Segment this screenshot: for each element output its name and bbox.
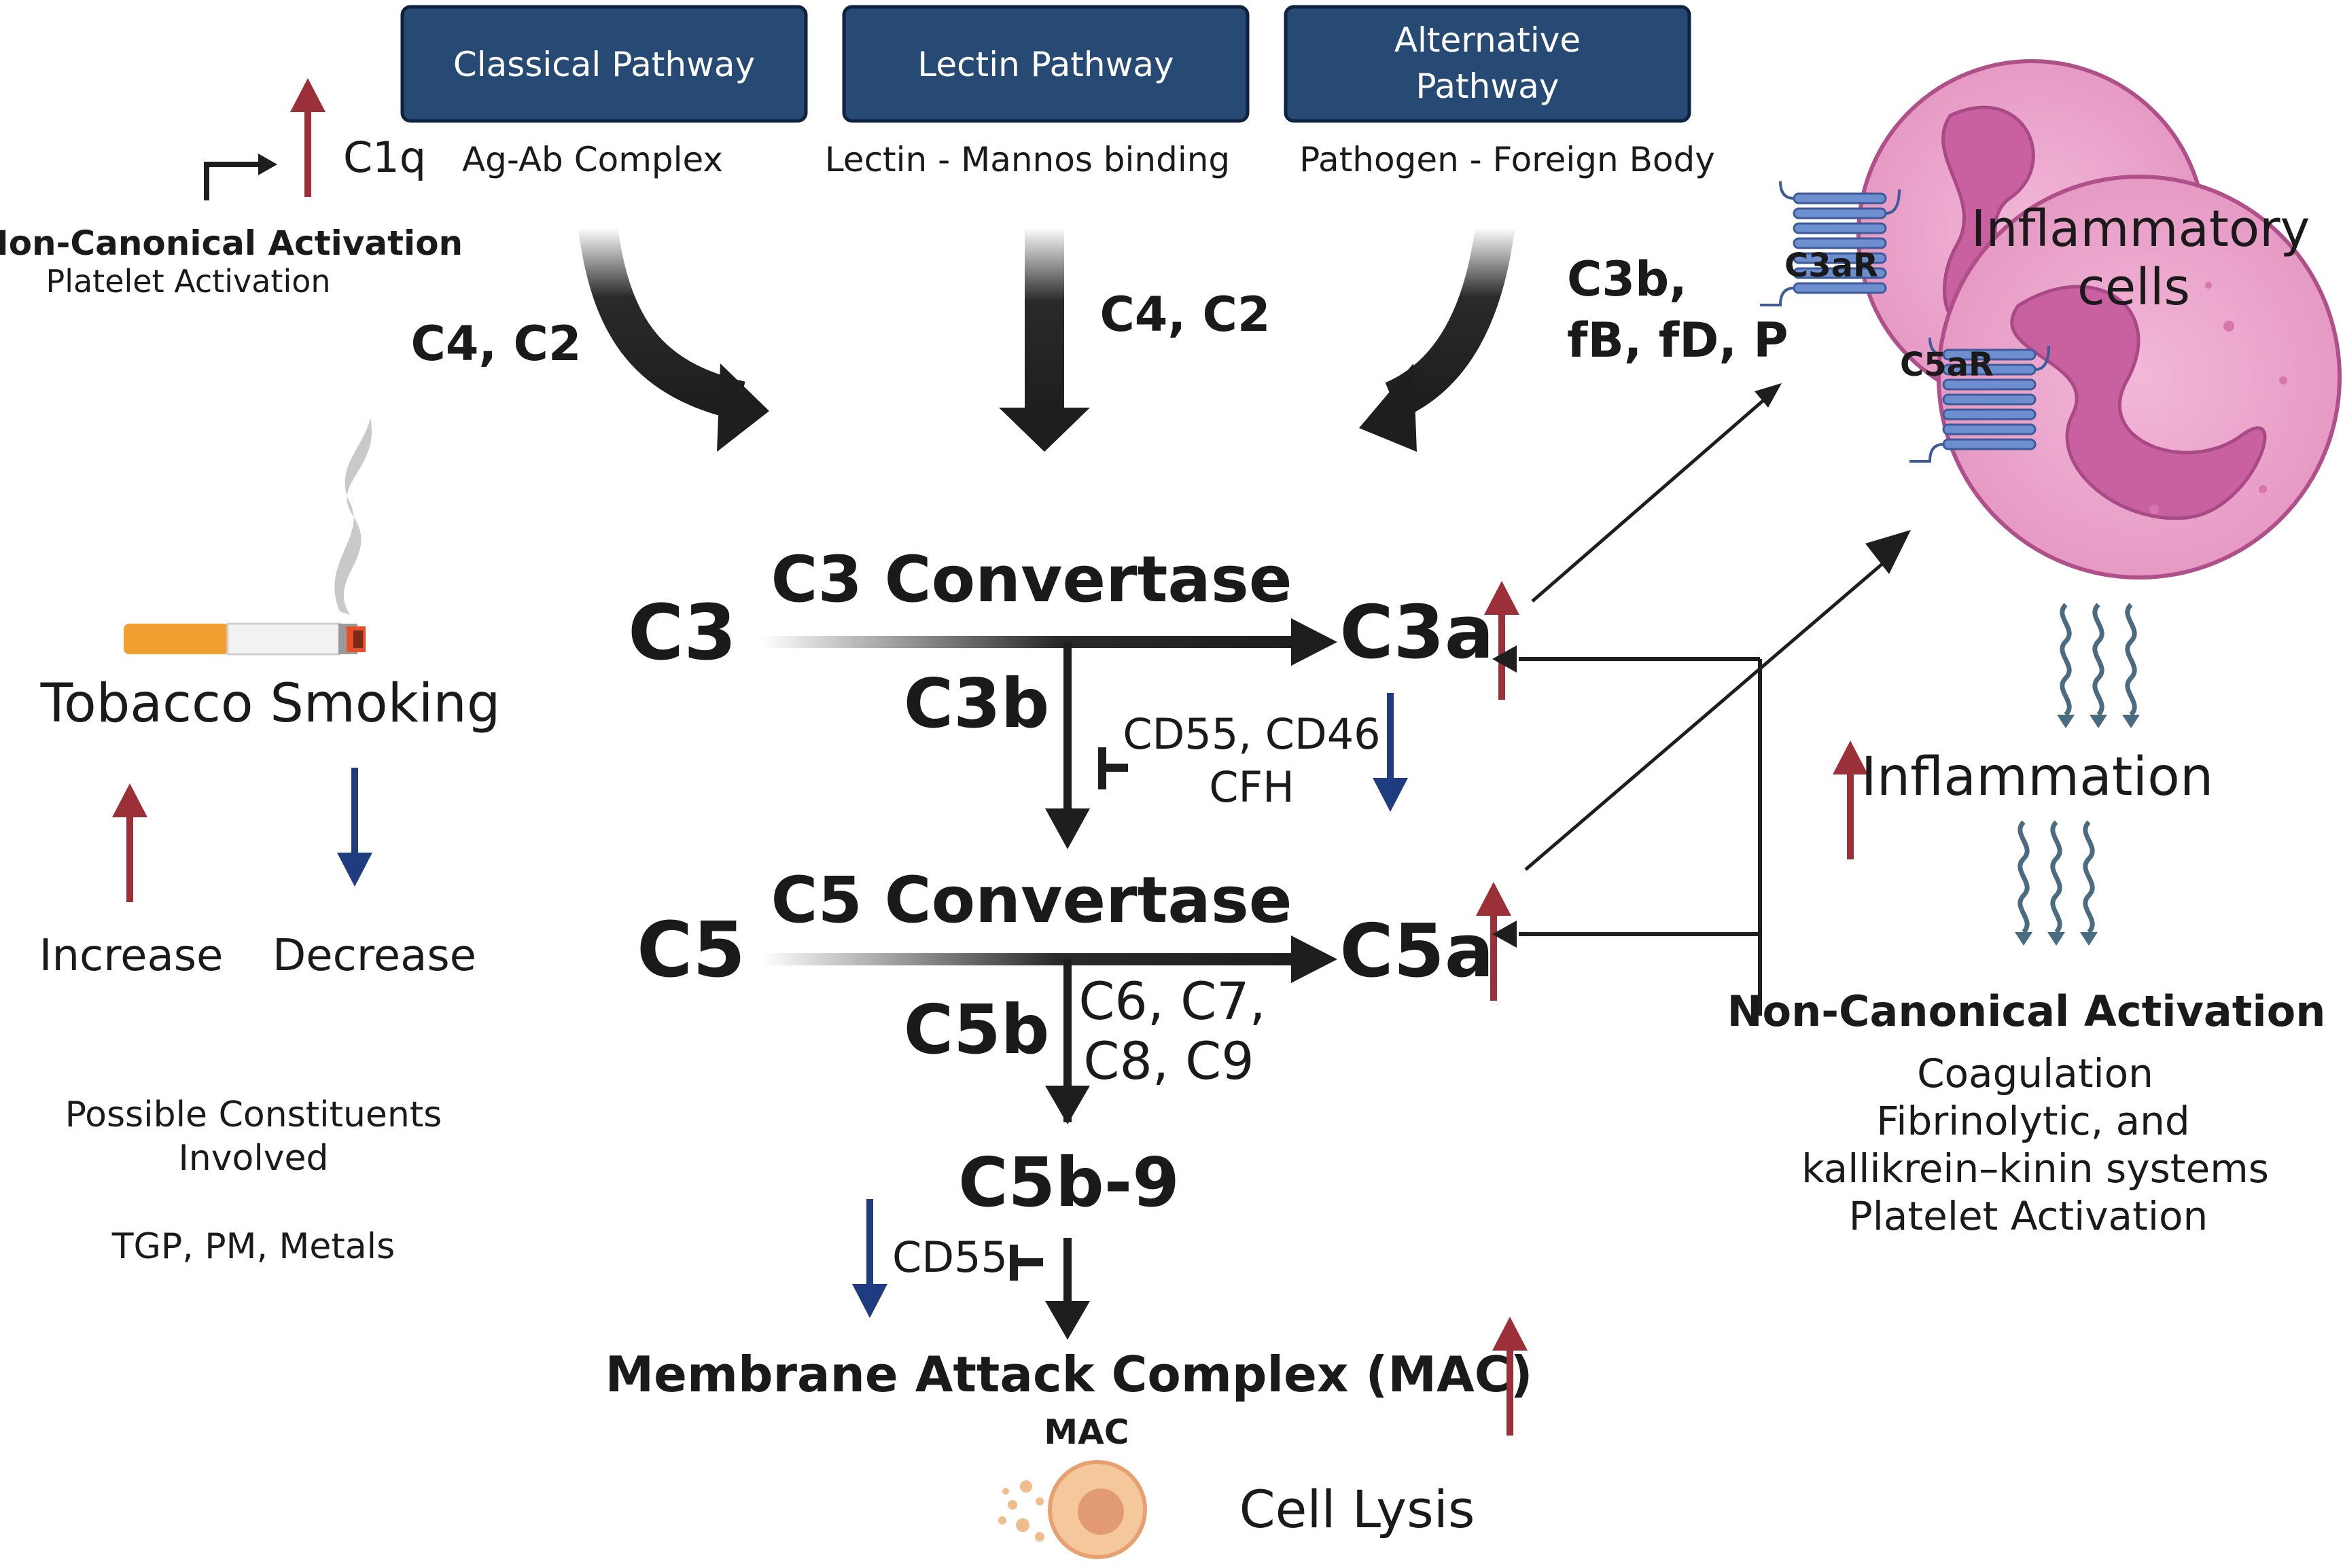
cd55-inhibit-icon	[1010, 1245, 1043, 1281]
alternative-factors-line2: fB, fD, P	[1567, 313, 1789, 368]
c1q-label: C1q	[343, 132, 426, 182]
mac-down-arrow-icon	[1063, 1238, 1072, 1318]
alternative-factors-line1: C3b,	[1567, 251, 1687, 307]
classical-pathway-box: Classical Pathway	[400, 5, 808, 123]
legend-increase-label: Increase	[39, 931, 224, 981]
c5a-to-cells-arrow-icon	[1524, 563, 1884, 871]
classical-trigger: Ag-Ab Complex	[462, 140, 723, 179]
c3a-to-cells-arrow-icon	[1531, 396, 1768, 603]
c3-convertase-label: C3 Convertase	[771, 543, 1292, 617]
lectin-trigger: Lectin - Mannos binding	[825, 140, 1230, 179]
lectin-arrow-icon	[1025, 228, 1064, 411]
late-components-line1: C6, C7,	[1078, 971, 1265, 1031]
c3ar-label: C3aR	[1784, 247, 1878, 285]
inflammation-label: Inflammation	[1861, 747, 2214, 808]
right-noncanonical-line3: kallikrein–kinin systems	[1801, 1145, 2269, 1192]
classical-arrowhead-icon	[717, 363, 769, 452]
regulators-line1: CD55, CD46	[1123, 709, 1380, 759]
lectin-arrowhead-icon	[999, 408, 1090, 452]
c1q-noncanonical-title: Non-Canonical Activation	[0, 224, 463, 263]
c5-convertase-label: C5 Convertase	[771, 863, 1292, 938]
regulator-inhibit-icon	[1098, 747, 1128, 789]
cd55-decrease-arrow-icon	[852, 1199, 887, 1318]
inflammatory-cells-line1: Inflammatory	[1971, 200, 2310, 258]
c3-to-c3a-arrow-icon	[761, 636, 1298, 648]
c1q-increase-arrow-icon	[290, 78, 325, 197]
alternative-pathway-box: Alternative Pathway	[1284, 5, 1691, 123]
c1q-noncanonical-subtitle: Platelet Activation	[46, 263, 330, 300]
c3a-label: C3a	[1339, 590, 1494, 675]
right-noncanonical-line4: Platelet Activation	[1849, 1193, 2208, 1239]
lectin-pathway-box: Lectin Pathway	[842, 5, 1250, 123]
c5-label: C5	[637, 906, 745, 995]
cd55-label: CD55	[892, 1232, 1008, 1282]
legend-increase-arrow-icon	[112, 783, 147, 902]
tobacco-smoking-label: Tobacco Smoking	[40, 673, 501, 734]
c3b-label: C3b	[904, 664, 1050, 743]
alternative-pathway-label-line1: Alternative	[1394, 20, 1581, 60]
cigarette-icon	[124, 418, 372, 656]
c3b-down-arrow-icon	[1063, 642, 1072, 815]
lectin-factors: C4, C2	[1099, 287, 1270, 342]
late-components-line2: C8, C9	[1083, 1031, 1254, 1091]
inflammatory-cells-line2: cells	[2077, 258, 2190, 317]
c5b-label: C5b	[904, 990, 1050, 1069]
right-noncanonical-title: Non-Canonical Activation	[1727, 986, 2326, 1036]
legend-decrease-label: Decrease	[272, 931, 476, 981]
c3ar-receptor-icon	[1759, 180, 1901, 306]
inflammation-signal-waves-top-icon	[2057, 605, 2140, 728]
noncanonical-feedback-connector	[1519, 657, 1762, 1016]
classical-pathway-label: Classical Pathway	[453, 45, 755, 84]
classical-arrow-icon	[578, 225, 745, 421]
mac-short-label: MAC	[1044, 1412, 1129, 1452]
constituents-list: TGP, PM, Metals	[111, 1226, 395, 1267]
classical-factors: C4, C2	[410, 316, 581, 372]
c3-label: C3	[628, 589, 737, 677]
lysed-cell-icon	[998, 1460, 1147, 1559]
c1q-bent-arrow-icon	[204, 162, 262, 200]
cell-lysis-label: Cell Lysis	[1239, 1479, 1475, 1539]
inflammatory-cell-front-icon	[1937, 175, 2342, 580]
constituents-title-line1: Possible Constituents	[65, 1094, 442, 1135]
c5a-label: C5a	[1339, 909, 1494, 994]
legend-decrease-arrow-icon	[337, 768, 372, 887]
alternative-arrowhead-icon	[1359, 363, 1417, 452]
right-noncanonical-line1: Coagulation	[1917, 1050, 2153, 1097]
c5b-down-arrow-icon	[1063, 959, 1072, 1122]
regulators-line2: CFH	[1209, 762, 1294, 812]
c5b9-label: C5b-9	[958, 1143, 1180, 1222]
inflammation-signal-waves-bottom-icon	[2015, 822, 2098, 946]
right-noncanonical-line2: Fibrinolytic, and	[1876, 1098, 2189, 1144]
constituents-title-line2: Involved	[178, 1138, 328, 1179]
alternative-pathway-label-line2: Pathway	[1416, 67, 1560, 106]
alternative-trigger: Pathogen - Foreign Body	[1299, 140, 1715, 179]
lectin-pathway-label: Lectin Pathway	[917, 45, 1174, 84]
c5ar-label: C5aR	[1900, 346, 1994, 384]
c5-to-c5a-arrow-icon	[761, 953, 1298, 965]
mac-label: Membrane Attack Complex (MAC)	[605, 1346, 1533, 1403]
